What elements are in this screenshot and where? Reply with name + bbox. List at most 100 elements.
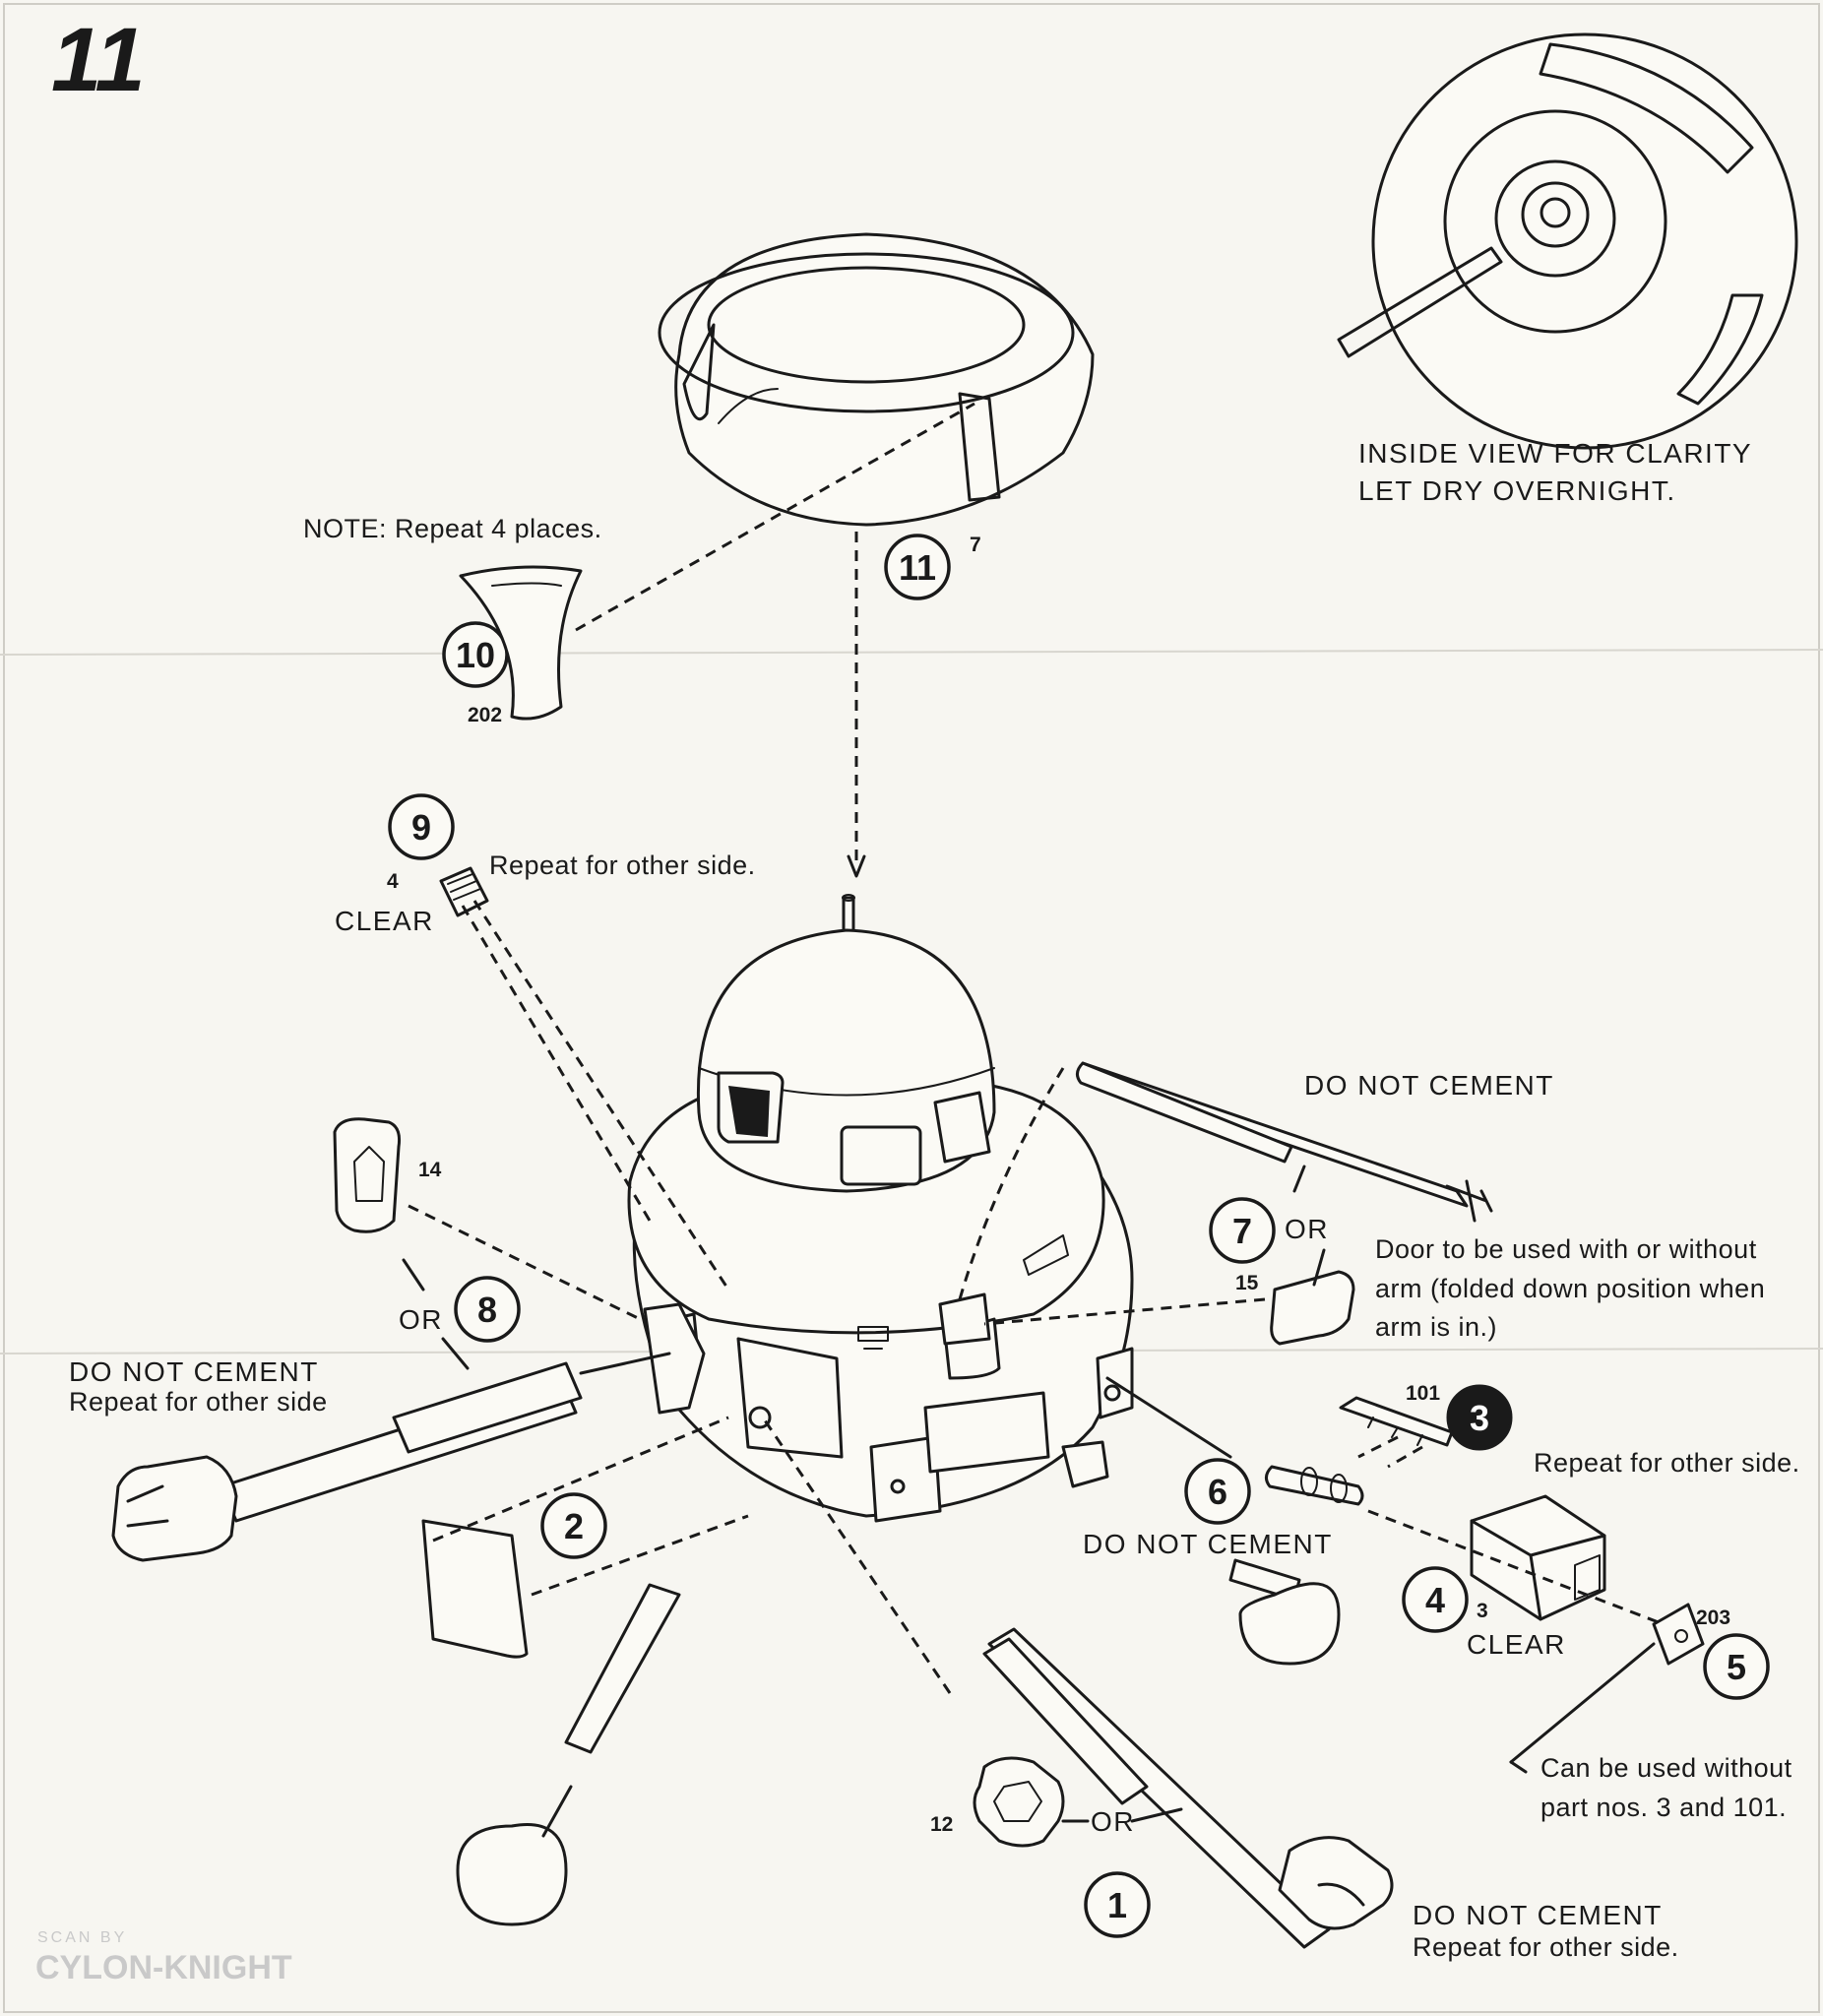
axle-connector <box>1265 1465 1364 1506</box>
step-part-no: 202 <box>468 704 502 726</box>
guide-3-to-5 <box>1367 1509 1665 1626</box>
step-note: CLEAR <box>335 906 434 936</box>
note-do-not-cement-left: DO NOT CEMENT <box>69 1356 319 1387</box>
guide-15 <box>983 1297 1266 1326</box>
step-circle <box>540 1492 607 1559</box>
plate-stud <box>1674 1629 1688 1643</box>
door-note-line3: arm is in.) <box>1375 1312 1497 1342</box>
step-circle <box>1703 1633 1770 1700</box>
gripper-arm-bottom <box>982 1627 1394 1949</box>
port-side-right-hole <box>1103 1384 1121 1402</box>
pod-body <box>564 894 1134 1754</box>
step-circle <box>1084 1871 1151 1938</box>
step-11-marker: 11 7 <box>884 534 981 600</box>
guide-101-to-axle <box>1357 1435 1423 1469</box>
side-vent-right <box>1023 1234 1069 1276</box>
link-part-12 <box>973 1756 1065 1848</box>
leader-5-note <box>1509 1642 1656 1764</box>
lower-pod-right <box>923 1391 1050 1474</box>
box-socket <box>1574 1554 1601 1601</box>
step-id: 4 <box>1425 1580 1445 1620</box>
side-door-slot-right <box>938 1292 991 1346</box>
leg-front <box>564 1583 681 1754</box>
step-circle <box>1446 1384 1513 1451</box>
step-9-marker: 9 4 CLEAR <box>335 793 455 936</box>
guide-arrowhead-cap <box>847 854 866 878</box>
or-label-step8: OR <box>399 1304 443 1335</box>
ball-arm-step-6 <box>1228 1558 1341 1666</box>
step-id: 11 <box>899 547 936 588</box>
inset-hub-pin <box>1540 197 1571 228</box>
step-part-no: 7 <box>970 534 981 556</box>
claw-jaws <box>126 1484 169 1528</box>
step-circle <box>1184 1458 1251 1525</box>
door-part-15 <box>1270 1270 1355 1346</box>
claw-jaws <box>1317 1882 1365 1907</box>
step-3-marker: 3 101 <box>1406 1382 1513 1451</box>
step-id: 9 <box>411 807 431 848</box>
inset-applicator-stick <box>1337 246 1503 358</box>
step-6-marker: 6 <box>1184 1458 1251 1525</box>
inset-hub-ring <box>1443 109 1667 334</box>
lower-pod-left-hole <box>748 1406 772 1429</box>
step-id: 10 <box>456 635 495 675</box>
plate-part-203 <box>1652 1603 1705 1666</box>
rail-part-101 <box>1339 1396 1454 1447</box>
clear-box-part-3 <box>1470 1494 1606 1621</box>
leader-8 <box>402 1258 470 1370</box>
arm-sleeve <box>392 1361 583 1454</box>
sheet-border <box>3 3 1820 2013</box>
step-circle <box>1402 1566 1469 1633</box>
guide-9-a <box>461 905 652 1222</box>
note-without-line2: part nos. 3 and 101. <box>1540 1793 1787 1822</box>
inset-window-panel-top <box>1539 42 1754 174</box>
axle-collar-1 <box>1300 1467 1318 1496</box>
note-repeat-other-side-step9: Repeat for other side. <box>489 850 756 880</box>
step-2-marker: 2 16 <box>492 1492 607 1559</box>
axle-collar-2 <box>1330 1474 1348 1503</box>
dome-cap-slot-left <box>682 323 716 421</box>
note-do-not-cement-step6: DO NOT CEMENT <box>1083 1529 1333 1559</box>
inset-caption-line1: INSIDE VIEW FOR CLARITY <box>1358 438 1752 469</box>
dome-cap-slot-right <box>958 392 1001 502</box>
dome-cap-rim <box>658 252 1075 413</box>
step-id: 8 <box>477 1290 497 1330</box>
guide-9-b <box>472 900 730 1291</box>
door-note-line1: Door to be used with or without <box>1375 1234 1757 1264</box>
step-part-no: 14 <box>418 1159 442 1181</box>
step-part-no: 3 <box>1477 1600 1488 1622</box>
lower-pod-center-hole <box>890 1479 906 1494</box>
leader-7 <box>1292 1165 1326 1287</box>
box-edges <box>1470 1519 1606 1621</box>
side-door-slot-left <box>643 1302 706 1415</box>
door-part-14 <box>333 1117 401 1233</box>
window-frame-part-202 <box>459 565 583 721</box>
note-repeat-other-side-right: Repeat for other side. <box>1534 1448 1800 1478</box>
page-step-number: 11 <box>51 10 146 110</box>
step-8-marker: 8 14 <box>418 1159 521 1343</box>
fold-line-upper <box>0 649 1823 656</box>
step-circle <box>884 534 951 600</box>
guide-16-b <box>531 1514 749 1597</box>
credit-line1: SCAN BY <box>37 1929 127 1946</box>
dome-cap-shell <box>674 232 1095 527</box>
door-part-14-hinge <box>353 1146 385 1202</box>
dome-cap-part <box>658 232 1095 527</box>
door-note-line2: arm (folded down position when <box>1375 1274 1765 1303</box>
step-circle <box>454 1276 521 1343</box>
rail-teeth <box>1367 1417 1423 1446</box>
step-4-marker: 4 3 CLEAR <box>1402 1566 1564 1660</box>
foot-ball <box>456 1823 568 1926</box>
part-no-12: 12 <box>930 1813 953 1836</box>
dome-window-center <box>840 1125 922 1186</box>
link-part-12-nut <box>993 1781 1042 1822</box>
step-part-no: 15 <box>1235 1272 1259 1294</box>
step-id: 2 <box>564 1506 584 1546</box>
note-repeat-other-side-left: Repeat for other side <box>69 1387 328 1417</box>
step-part-no: 101 <box>1406 1382 1440 1405</box>
step-1-marker: 1 <box>1084 1871 1151 1938</box>
leader-12-or <box>1061 1807 1183 1823</box>
inset-hub-boss <box>1521 181 1590 248</box>
note-repeat-4-places: NOTE: Repeat 4 places. <box>303 514 602 543</box>
